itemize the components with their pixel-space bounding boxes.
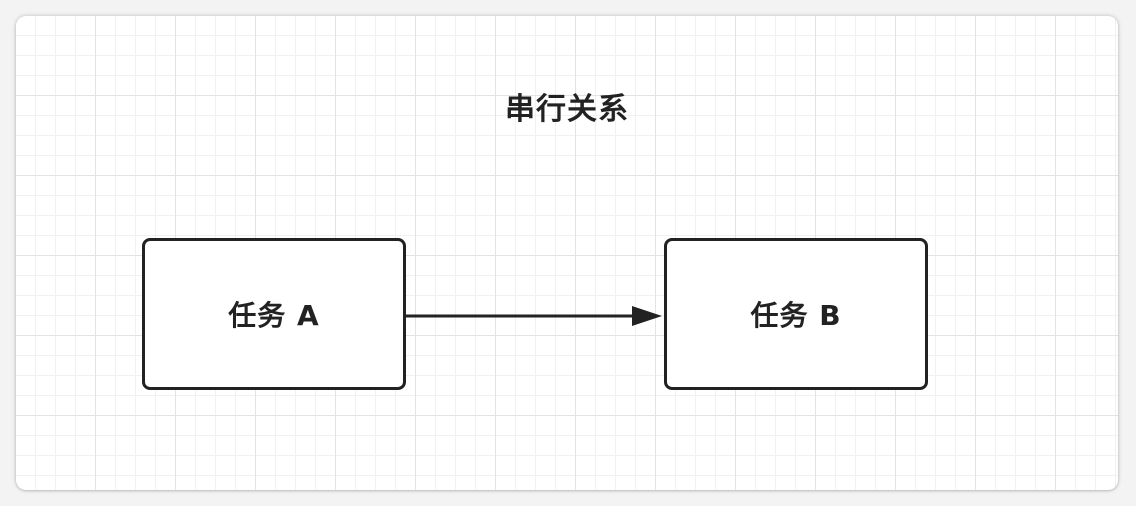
task-b-node[interactable]: 任务 B [664, 238, 928, 390]
diagram-title-text: 串行关系 [505, 92, 629, 127]
diagram-title: 串行关系 [0, 84, 1136, 128]
diagram-canvas [16, 16, 1118, 490]
task-b-label: 任务 B [750, 299, 842, 332]
task-a-node[interactable]: 任务 A [142, 238, 406, 390]
task-a-label: 任务 A [228, 299, 320, 332]
